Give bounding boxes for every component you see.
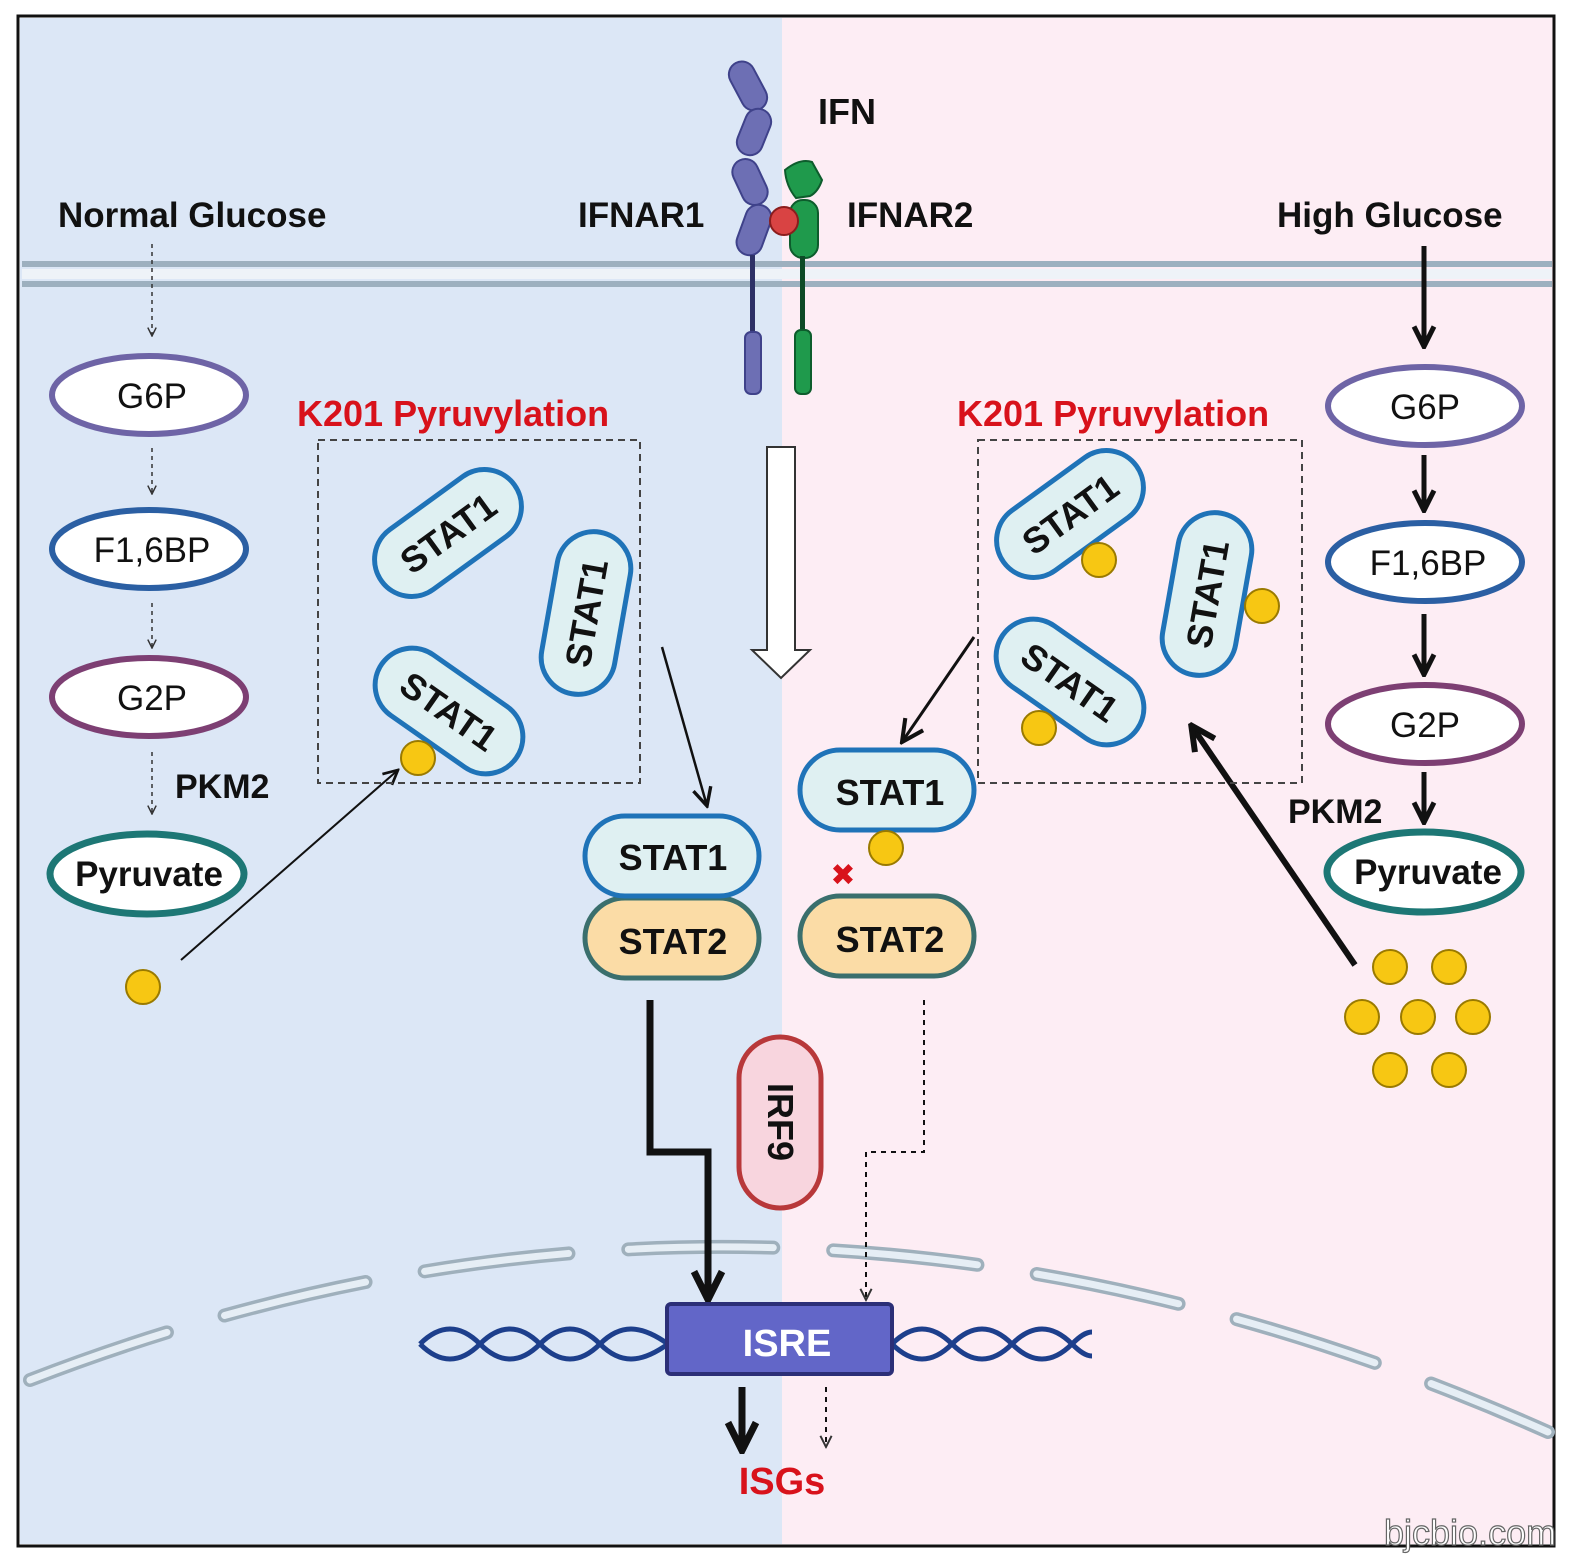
ifnar1-receptor xyxy=(727,60,773,395)
left-g6p-node: G6P xyxy=(49,353,249,437)
right-pyruvylation-arrow xyxy=(1193,728,1358,967)
right-pkm2-label: PKM2 xyxy=(1288,793,1382,831)
watermark: bjcbio.com xyxy=(1384,1512,1556,1553)
left-stat1-b: STAT1 xyxy=(538,529,634,697)
left-modification-title: K201 Pyruvylation xyxy=(297,393,609,434)
right-stat1 xyxy=(797,747,977,833)
right-to-stat1-arrow xyxy=(902,636,976,742)
right-g2p-label: G2P xyxy=(1390,706,1460,745)
ifn-label: IFN xyxy=(818,91,876,132)
left-pyruvate-dot xyxy=(125,969,161,1005)
left-f16bp-node: F1,6BP xyxy=(49,507,249,591)
left-to-isre-arrow xyxy=(646,1000,708,1296)
right-g6p-node: G6P xyxy=(1325,364,1525,448)
right-stat2 xyxy=(797,893,977,979)
cell-membrane xyxy=(22,261,1552,287)
left-pkm2-label: PKM2 xyxy=(175,768,269,806)
ifn-ligand xyxy=(769,206,799,236)
left-g2p-label: G2P xyxy=(117,679,187,718)
right-pyruvate-dots xyxy=(1344,949,1491,1088)
ifnar1-label: IFNAR1 xyxy=(578,196,704,235)
left-pyruvylation-box xyxy=(317,439,641,784)
right-stat1-label: STAT1 xyxy=(836,772,945,813)
left-f16bp-label: F1,6BP xyxy=(94,531,211,570)
left-pyruvylation-arrow xyxy=(180,770,398,961)
right-stat2-label: STAT2 xyxy=(836,919,945,960)
left-stat1-c: STAT1 xyxy=(372,645,526,777)
right-modification-title: K201 Pyruvylation xyxy=(957,393,1269,434)
right-pyruvyl-mark-c xyxy=(1021,710,1057,746)
high-glucose-label: High Glucose xyxy=(1277,196,1503,235)
right-f16bp-node: F1,6BP xyxy=(1325,520,1525,604)
left-pyruvyl-mark xyxy=(400,740,436,776)
left-complex-stat1 xyxy=(582,813,762,899)
right-f16bp-label: F1,6BP xyxy=(1370,544,1487,583)
left-complex-stat1-label: STAT1 xyxy=(619,837,728,878)
left-pyruvate-label: Pyruvate xyxy=(75,855,223,894)
left-g2p-node: G2P xyxy=(49,655,249,739)
right-pyruvate-node: Pyruvate xyxy=(1323,828,1525,916)
left-complex-stat2-label: STAT2 xyxy=(619,921,728,962)
right-pyruvate-label: Pyruvate xyxy=(1354,853,1502,892)
irf9-protein: IRF9 xyxy=(736,1034,824,1211)
right-pyruvylation-box xyxy=(977,439,1303,784)
left-g6p-label: G6P xyxy=(117,377,187,416)
figure-border xyxy=(16,14,1556,1548)
ifnar2-label: IFNAR2 xyxy=(847,196,973,235)
normal-glucose-label: Normal Glucose xyxy=(58,196,326,235)
right-pyruvyl-mark-a xyxy=(1081,542,1117,578)
dna-helix-left xyxy=(418,1326,670,1362)
dna-helix-right xyxy=(890,1326,1093,1362)
signal-arrow xyxy=(749,446,813,680)
nuclear-envelope xyxy=(23,1239,1555,1439)
right-g2p-node: G2P xyxy=(1325,682,1525,766)
isre-label: ISRE xyxy=(743,1323,832,1365)
isgs-label: ISGs xyxy=(739,1461,826,1503)
irf9-label: IRF9 xyxy=(760,1083,801,1161)
isre-element: ISRE xyxy=(665,1302,894,1376)
right-stat1-pyruvyl-mark xyxy=(868,830,904,866)
right-to-isre-arrow xyxy=(866,1000,925,1300)
right-pyruvyl-mark-b xyxy=(1244,588,1280,624)
right-g6p-label: G6P xyxy=(1390,388,1460,427)
right-stat-dissociated: STAT1 ✖ STAT2 xyxy=(797,747,977,979)
left-stat-complex: STAT2 STAT1 xyxy=(582,813,762,981)
block-mark-icon: ✖ xyxy=(830,858,855,893)
left-to-complex-arrow xyxy=(660,646,707,806)
left-pyruvate-node: Pyruvate xyxy=(46,830,248,918)
right-stat1-b: STAT1 xyxy=(1159,510,1255,678)
